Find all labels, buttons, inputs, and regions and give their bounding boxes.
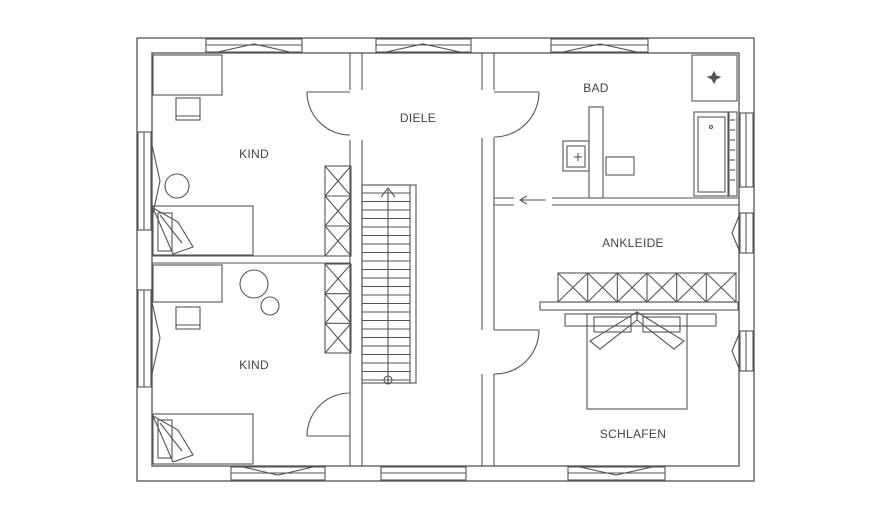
room-labels: KIND KIND DIELE BAD ANKLEIDE SCHLAFEN — [239, 81, 666, 441]
doors — [306, 91, 540, 437]
room-label-bad: BAD — [583, 81, 609, 95]
outer-walls — [136, 37, 755, 482]
kind-top-furniture — [151, 54, 352, 257]
bed — [564, 311, 717, 410]
room-label-diele: DIELE — [400, 111, 436, 125]
room-label-schlafen: SCHLAFEN — [600, 427, 666, 441]
interior-walls — [152, 53, 739, 466]
staircase — [361, 184, 417, 385]
room-label-kind-top: KIND — [239, 147, 269, 161]
room-label-kind-bottom: KIND — [239, 358, 269, 372]
ankleide-wardrobe — [539, 272, 739, 311]
kind-bottom-furniture — [151, 263, 352, 465]
room-label-ankleide: ANKLEIDE — [602, 236, 664, 250]
windows — [137, 38, 754, 481]
bath-fixtures — [518, 54, 738, 205]
